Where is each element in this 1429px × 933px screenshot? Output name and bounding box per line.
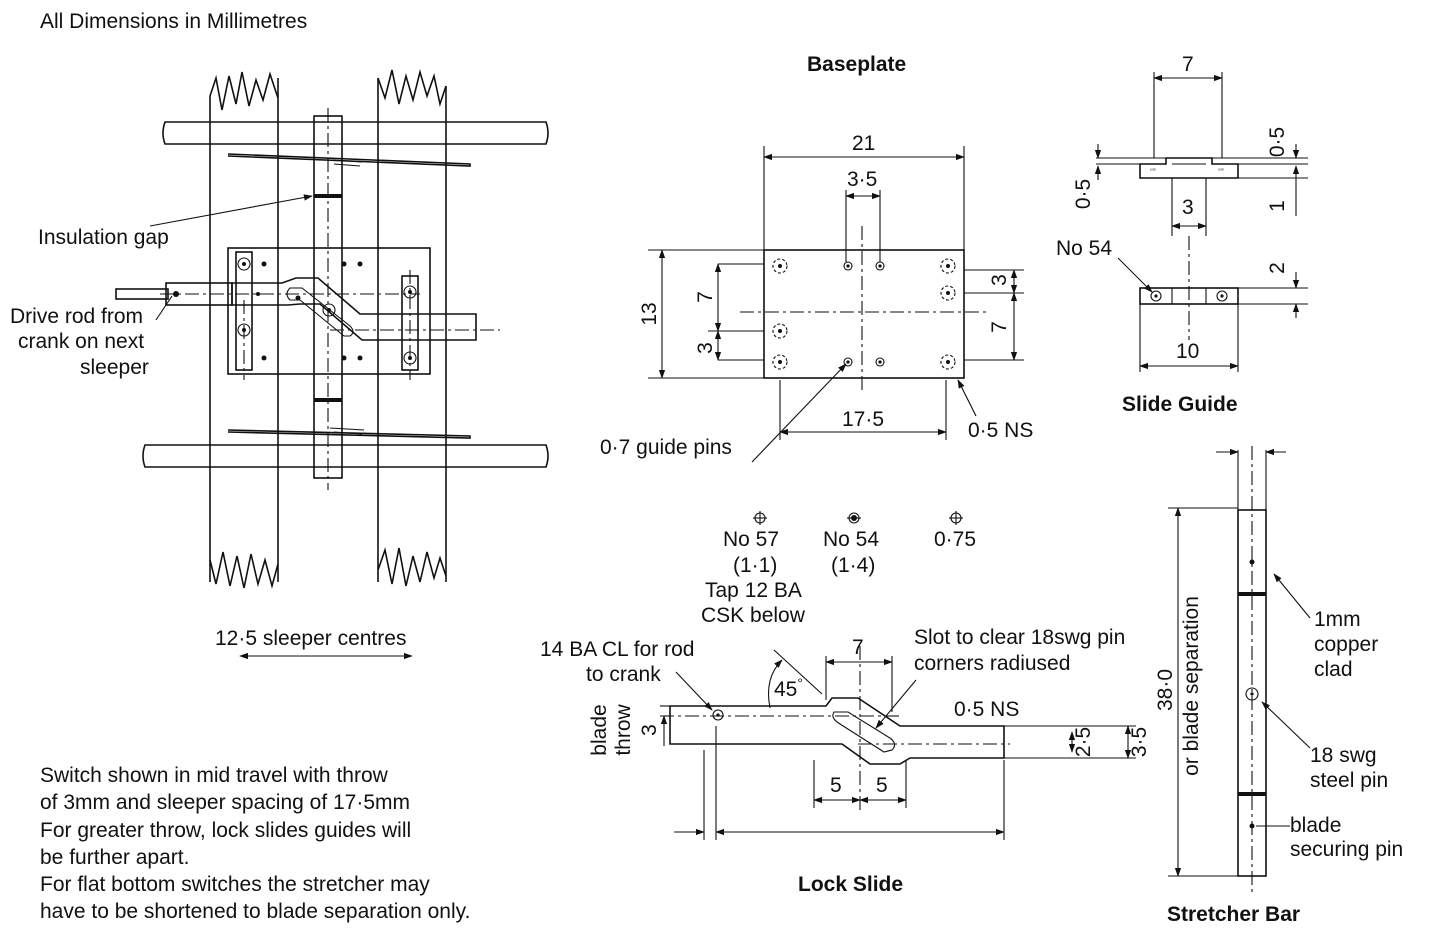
hole-no54-size: (1·4): [831, 554, 875, 577]
stretcher-length-dim: 38·0: [1154, 669, 1177, 711]
baseplate-ns-label: 0·5 NS: [968, 419, 1033, 442]
drive-rod-label-2: crank on next: [18, 330, 144, 353]
stretcher-bar-title: Stretcher Bar: [1167, 903, 1300, 926]
baseplate-bottom-dim: 17·5: [842, 408, 884, 431]
plan-slide-guide-left: [235, 251, 253, 371]
slide-guide-drill-label: No 54: [1056, 237, 1112, 260]
baseplate-right-7-dim: 7: [988, 321, 1011, 333]
copper-label-1: 1mm: [1314, 608, 1361, 631]
drive-rod-label-1: Drive rod from: [10, 305, 143, 328]
plan-view: Insulation gap Drive rod from crank on n…: [10, 68, 549, 660]
baseplate-width-dim: 21: [852, 132, 875, 155]
lock-slide-drawing: 14 BA CL for rod to crank 45° 7 Slot to …: [540, 626, 1151, 896]
hole-no57-label: No 57: [723, 528, 779, 551]
slide-guide-bottom-dim: 10: [1176, 340, 1199, 363]
note-line-2: of 3mm and sleeper spacing of 17·5mm: [40, 791, 410, 814]
baseplate-left-7-dim: 7: [694, 291, 717, 303]
svg-text:‘’’: ‘’’: [1218, 167, 1224, 177]
guide-pins-label: 0·7 guide pins: [600, 436, 732, 459]
baseplate-holes: [772, 258, 956, 370]
note-line-6: have to be shortened to blade separation…: [40, 900, 470, 923]
lock-slide-35-dim: 3·5: [1128, 727, 1151, 757]
slide-guide-middle-dim: 3: [1182, 196, 1194, 219]
drive-rod-label-3: sleeper: [80, 356, 149, 379]
slide-guide-top-dim: 7: [1182, 53, 1194, 76]
blade-pin-label-1: blade: [1290, 814, 1341, 837]
stretcher-blade-sep: or blade separation: [1180, 596, 1203, 776]
blade-pin-label-2: securing pin: [1290, 838, 1403, 861]
hole-no54-label: No 54: [823, 528, 879, 551]
lock-slide-angle: 45°: [774, 675, 803, 701]
pin-label-1: 18 swg: [1310, 744, 1377, 767]
lock-slide-rod-label-1: 14 BA CL for rod: [540, 638, 694, 661]
svg-text:‘’’: ‘’’: [1150, 167, 1156, 177]
lock-slide-slot-label-1: Slot to clear 18swg pin: [914, 626, 1125, 649]
baseplate-left-3-dim: 3: [694, 342, 717, 354]
hole-no57-csk: CSK below: [701, 604, 806, 627]
hole-no57-size: (1·1): [733, 554, 777, 577]
hole-no57-tap: Tap 12 BA: [705, 579, 802, 602]
slide-guide-left-05-dim: 0·5: [1072, 179, 1095, 209]
baseplate-title: Baseplate: [807, 53, 906, 76]
lock-slide-throw-dim: 3: [638, 724, 661, 736]
plan-pins: [237, 257, 417, 365]
lock-slide-5a-dim: 5: [830, 774, 842, 797]
lock-slide-throw-label-1: blade: [588, 704, 611, 755]
lock-slide-throw-label-2: throw: [612, 703, 635, 755]
lock-slide-5b-dim: 5: [876, 774, 888, 797]
blade-top: [227, 153, 471, 167]
rail-bottom: [142, 444, 549, 468]
pin-label-2: steel pin: [1310, 769, 1388, 792]
rail-top: [162, 121, 549, 145]
blade-bottom: [227, 429, 471, 439]
sleeper-centres-label: 12·5 sleeper centres: [215, 627, 406, 650]
note-line-3: For greater throw, lock slides guides wi…: [40, 819, 411, 842]
slide-guide-right-2-dim: 2: [1266, 262, 1289, 274]
baseplate-pin-gap-dim: 3·5: [847, 168, 877, 191]
units-note: All Dimensions in Millimetres: [40, 10, 307, 33]
copper-label-3: clad: [1314, 658, 1353, 681]
slide-guide-drawing: ‘’’ ‘’’ 7 0·5 0·5 1 3: [1056, 53, 1308, 416]
sleeper-left: [209, 71, 279, 590]
lock-slide-rod-label-2: to crank: [586, 663, 661, 686]
note-line-4: be further apart.: [40, 846, 189, 869]
plan-lock-slide: [231, 277, 477, 341]
lock-slide-25-dim: 2·5: [1072, 727, 1095, 757]
plan-baseplate: [227, 247, 431, 375]
sleeper-right: [377, 68, 447, 587]
notes: Switch shown in mid travel with throw of…: [40, 764, 470, 923]
lock-slide-7-dim: 7: [852, 636, 864, 659]
stretcher-bar-drawing: 38·0 or blade separation 1mm copper clad…: [1154, 446, 1403, 926]
slide-guide-right-05-dim: 0·5: [1266, 127, 1289, 157]
baseplate-height-dim: 13: [638, 302, 661, 325]
note-line-5: For flat bottom switches the stretcher m…: [40, 873, 430, 896]
hole-key: No 57 (1·1) Tap 12 BA CSK below No 54 (1…: [701, 511, 976, 627]
slide-guide-title: Slide Guide: [1122, 393, 1238, 416]
lock-slide-slot-label-2: corners radiused: [914, 652, 1070, 675]
lock-slide-title: Lock Slide: [798, 873, 903, 896]
baseplate-drawing: Baseplate 21 3·5 13 7 3 3 7: [600, 53, 1033, 463]
slide-guide-right-1-dim: 1: [1266, 200, 1289, 212]
lock-slide-ns-label: 0·5 NS: [954, 698, 1019, 721]
insulation-gap-label: Insulation gap: [38, 226, 169, 249]
hole-075-label: 0·75: [934, 528, 976, 551]
plan-slide-guide-right: [401, 275, 419, 371]
baseplate-right-3-dim: 3: [988, 274, 1011, 286]
copper-label-2: copper: [1314, 633, 1378, 656]
note-line-1: Switch shown in mid travel with throw: [40, 764, 389, 787]
